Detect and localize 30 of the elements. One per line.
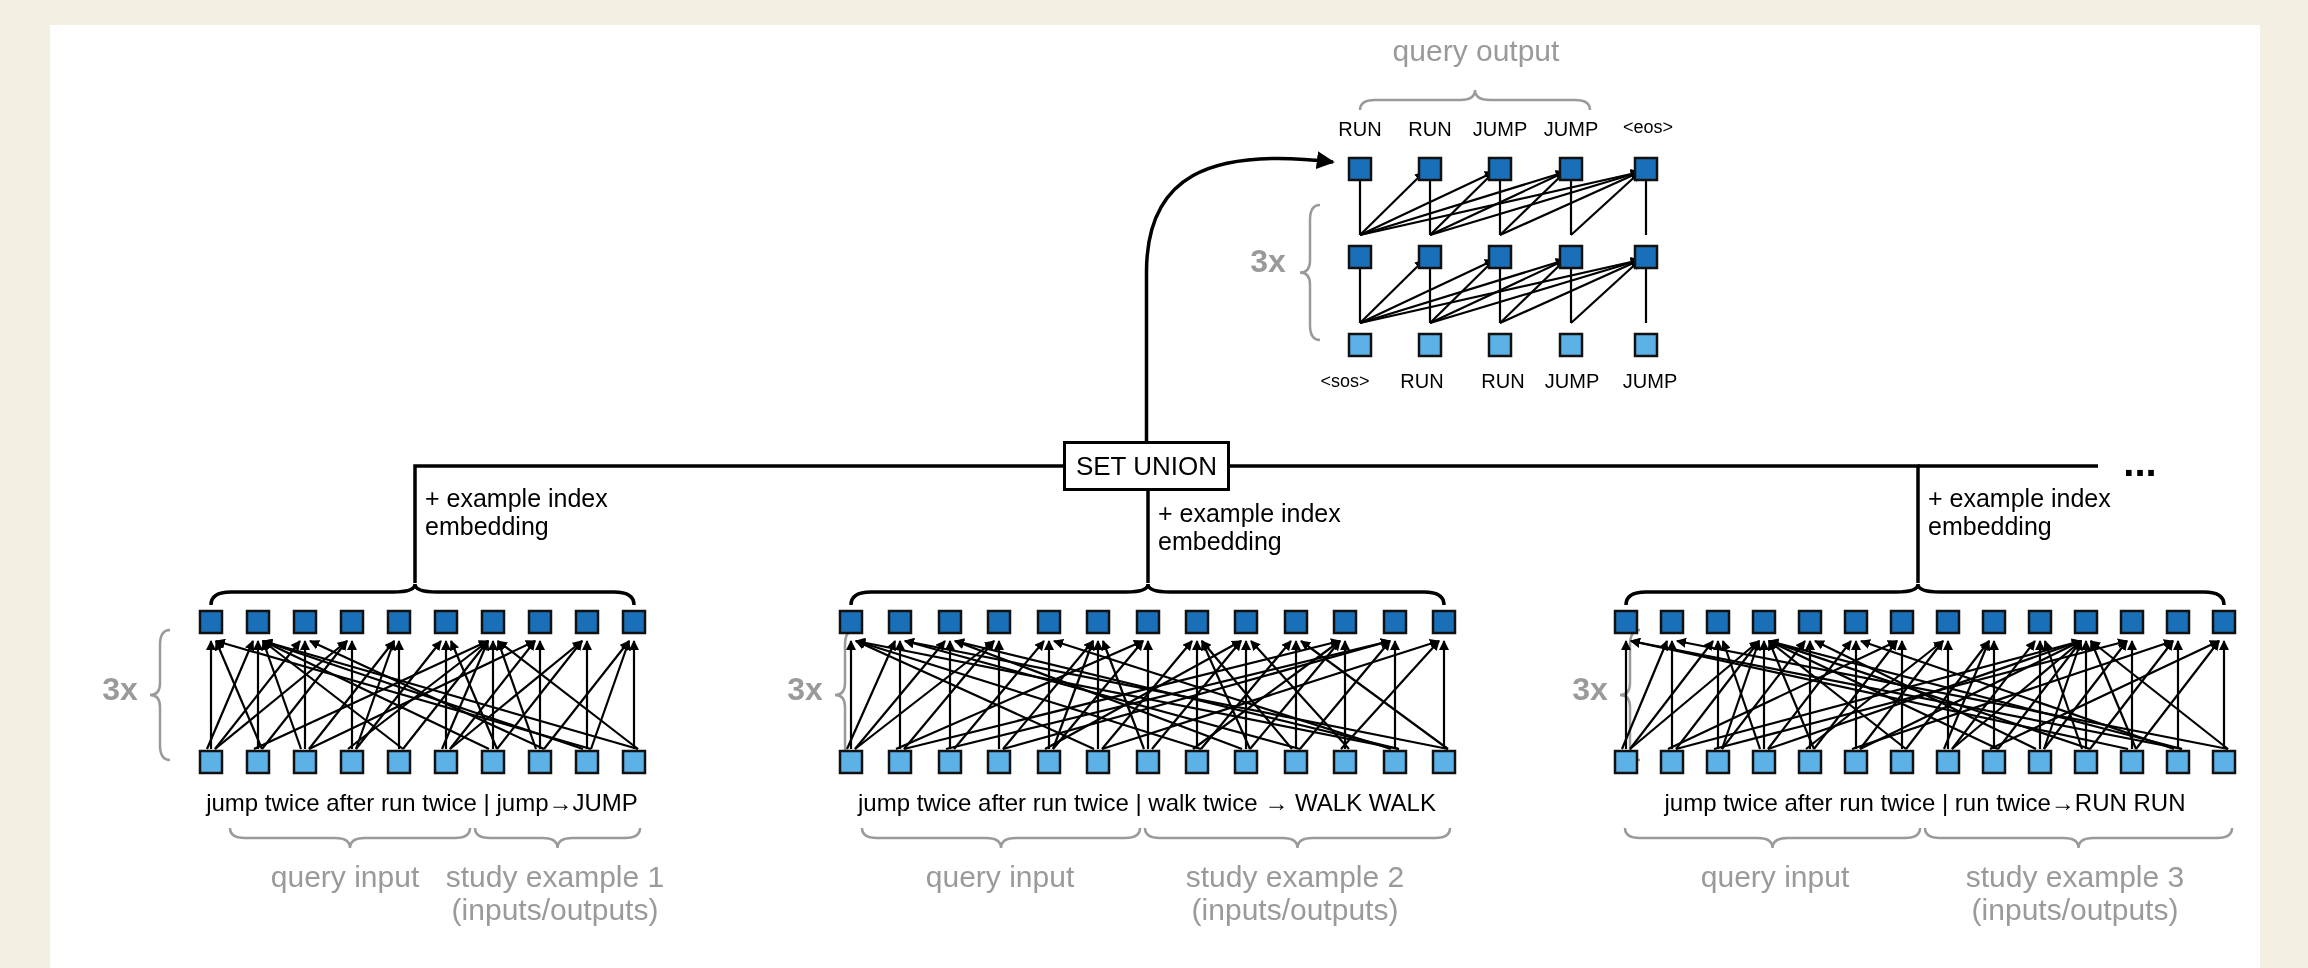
annotation-text: study example 3 (inputs/outputs) (1964, 860, 2186, 926)
caption-text: query output (1392, 34, 1560, 67)
token-label: RUN (1481, 370, 1525, 392)
annotation-text: query input (270, 860, 420, 893)
input-sequence: jump twice after run twice | walk twice → WALK WALK (858, 790, 1436, 817)
connector-line (1230, 464, 1920, 583)
token-label: JUMP (1472, 118, 1528, 140)
ellipsis-mark: ... (2123, 440, 2157, 484)
token-label: JUMP (1543, 118, 1599, 140)
token-label: JUMP (1544, 370, 1600, 392)
token-label: <sos> (1320, 372, 1370, 392)
token-label: RUN (1408, 118, 1452, 140)
token-label: <eos> (1623, 118, 1673, 138)
annotation-text: study example 1 (inputs/outputs) (444, 860, 666, 926)
annotation-text: query input (925, 860, 1075, 893)
repeat-label: 3x (1250, 244, 1286, 280)
annotation-text: query input (1700, 860, 1850, 893)
token-label: JUMP (1622, 370, 1678, 392)
operation-box: SET UNION (1063, 441, 1230, 491)
token-label: RUN (1400, 370, 1444, 392)
input-sequence: jump twice after run twice | run twice→RUN RUN (1664, 790, 2186, 817)
token-label: RUN (1338, 118, 1382, 140)
input-sequence: jump twice after run twice | jump→JUMP (206, 790, 638, 817)
annotation-text: study example 2 (inputs/outputs) (1184, 860, 1406, 926)
repeat-label: 3x (787, 672, 823, 708)
arrow (1144, 151, 1335, 441)
connector-line (1146, 491, 1150, 583)
connector-line (413, 464, 1063, 583)
repeat-label: 3x (102, 672, 138, 708)
repeat-label: 3x (1572, 672, 1608, 708)
